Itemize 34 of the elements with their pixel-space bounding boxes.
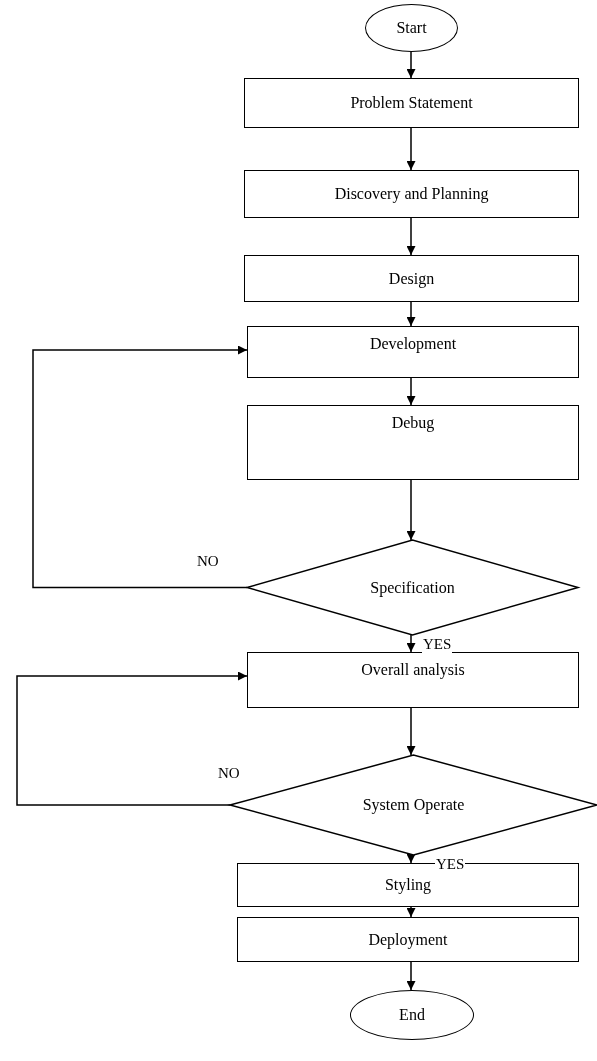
node-label: Design xyxy=(388,269,435,288)
process-box xyxy=(244,170,579,218)
process-box xyxy=(247,405,579,480)
process-box xyxy=(244,78,579,128)
process-box xyxy=(237,917,579,962)
edge-label: YES xyxy=(422,636,453,653)
arrow xyxy=(16,671,248,806)
node-label: Development xyxy=(369,335,457,353)
node-label: Styling xyxy=(384,876,432,894)
arrow xyxy=(406,634,416,653)
arrow xyxy=(406,51,416,79)
node-label: Start xyxy=(396,19,427,37)
node-label: Overall analysis xyxy=(361,661,465,679)
process-box xyxy=(244,255,579,302)
arrow xyxy=(406,854,416,864)
node-label: Discovery and Planning xyxy=(334,185,489,203)
node-label: System Operate xyxy=(362,796,465,814)
process-box xyxy=(247,652,579,708)
process-box xyxy=(247,326,579,378)
arrow xyxy=(406,479,416,541)
node-label: Problem Statement xyxy=(350,94,473,112)
arrow xyxy=(406,217,416,256)
arrow xyxy=(406,707,416,756)
arrow xyxy=(406,906,416,918)
node-label: End xyxy=(399,1006,425,1024)
arrow xyxy=(406,127,416,171)
node-label: Deployment xyxy=(368,930,448,949)
arrow xyxy=(406,301,416,327)
arrow xyxy=(406,961,416,991)
decision-diamond xyxy=(247,540,578,635)
node-label: Debug xyxy=(391,414,435,432)
node-label: Specification xyxy=(370,578,455,597)
arrow xyxy=(32,345,248,589)
arrow xyxy=(406,377,416,406)
